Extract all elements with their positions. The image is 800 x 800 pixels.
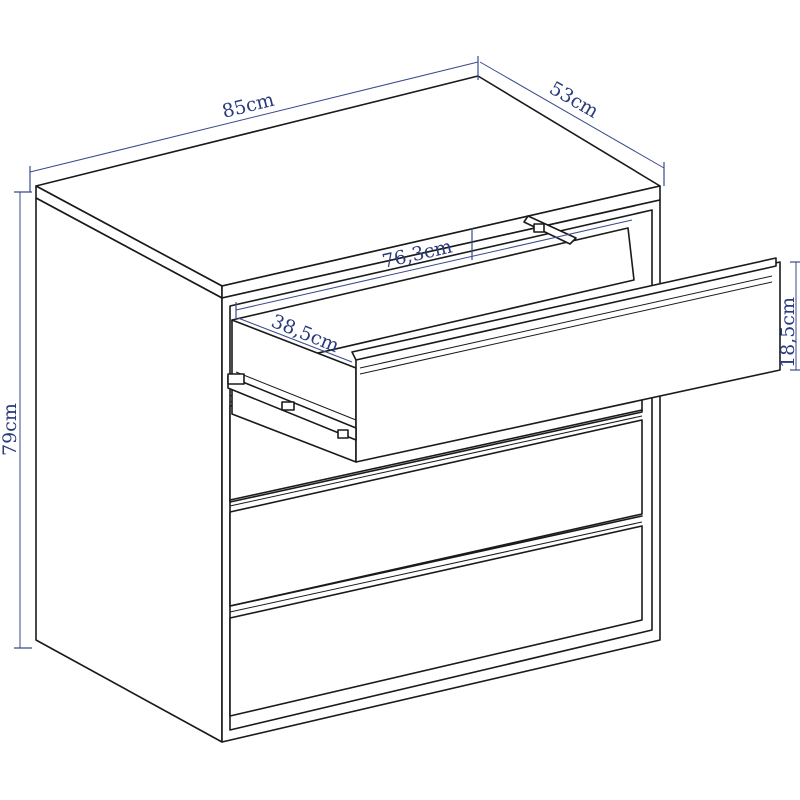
dimension-drawer-inner-depth xyxy=(237,317,353,363)
drawer-1-open xyxy=(227,215,781,463)
drawer-slide-right xyxy=(523,215,577,245)
dimension-drawer-inner-width xyxy=(235,219,633,318)
label-height: 79cm xyxy=(0,403,21,456)
label-drawer-height: 18,5cm xyxy=(777,297,799,368)
dimension-drawer-height xyxy=(790,261,800,371)
dimension-depth xyxy=(479,61,665,186)
drawer-handle xyxy=(351,257,777,361)
drawer-slide-left xyxy=(227,373,357,441)
label-width: 85cm xyxy=(220,89,277,123)
drawer-3 xyxy=(229,409,643,607)
drawer-4 xyxy=(229,515,643,717)
dimension-width xyxy=(29,56,479,192)
dimension-height xyxy=(14,191,32,649)
